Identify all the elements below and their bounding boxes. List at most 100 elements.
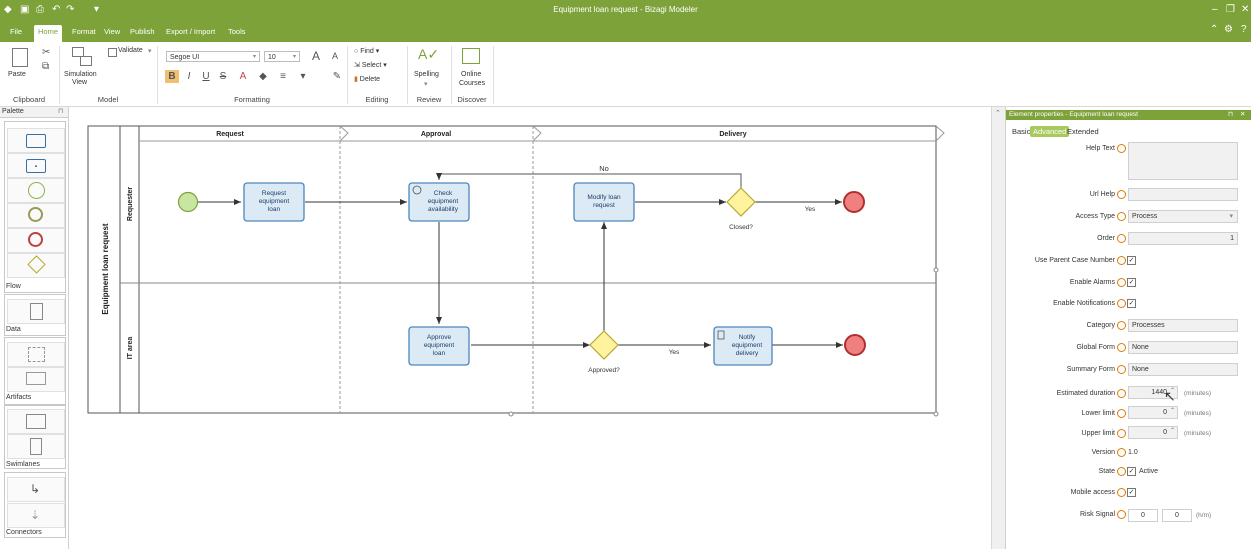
- fill-color-icon[interactable]: ◆: [259, 71, 267, 82]
- info-icon[interactable]: [1117, 488, 1126, 497]
- vertical-scrollbar[interactable]: ⌃: [991, 107, 1005, 549]
- stepper-arrows-icon[interactable]: ⌃: [1169, 408, 1175, 414]
- stepper-arrows-icon[interactable]: ⌃: [1169, 388, 1175, 394]
- milestone-tool[interactable]: [7, 434, 65, 459]
- spelling-icon[interactable]: A✓: [418, 46, 440, 62]
- tab-format[interactable]: Format: [72, 27, 96, 36]
- end-event[interactable]: [844, 334, 866, 356]
- info-icon[interactable]: [1117, 299, 1126, 308]
- subprocess-icon[interactable]: [72, 47, 84, 57]
- redo-icon[interactable]: ↷: [66, 4, 75, 15]
- line-color-icon[interactable]: ≡: [280, 71, 286, 82]
- spelling-dropdown-icon[interactable]: ▾: [424, 81, 428, 88]
- format-painter-icon[interactable]: ✎: [332, 71, 342, 82]
- mobile-access-checkbox[interactable]: ✓: [1127, 488, 1136, 497]
- tab-view[interactable]: View: [104, 27, 121, 36]
- select-button[interactable]: ⇲ Select ▾: [354, 62, 387, 69]
- association-tool[interactable]: ⇣: [7, 503, 65, 528]
- end-event[interactable]: [843, 191, 865, 213]
- lane-tool[interactable]: [7, 409, 65, 434]
- font-family-select[interactable]: Segoe UI▾: [166, 51, 260, 62]
- url-help-field[interactable]: [1128, 188, 1238, 201]
- gateway-tool[interactable]: [7, 253, 65, 278]
- delete-button[interactable]: ▮ Delete: [354, 76, 381, 83]
- help-text-field[interactable]: [1128, 142, 1238, 180]
- info-icon[interactable]: [1117, 448, 1126, 457]
- tab-tools[interactable]: Tools: [228, 27, 246, 36]
- info-icon[interactable]: [1117, 510, 1126, 519]
- find-button[interactable]: ○ Find ▾: [354, 48, 380, 55]
- copy-icon[interactable]: ⧉: [42, 61, 50, 72]
- simulation-view-button[interactable]: Simulation: [64, 71, 97, 78]
- resize-handle[interactable]: [508, 411, 514, 417]
- bold-button[interactable]: B: [165, 70, 179, 83]
- enable-alarms-checkbox[interactable]: ✓: [1127, 278, 1136, 287]
- minimize-icon[interactable]: –: [1212, 4, 1218, 15]
- global-form-field[interactable]: None: [1128, 341, 1238, 354]
- pin-icon[interactable]: ⊓: [1228, 111, 1234, 118]
- estimated-duration-stepper[interactable]: 1440 ⌃: [1128, 386, 1178, 399]
- pool[interactable]: [87, 125, 937, 414]
- stepper-arrows-icon[interactable]: ⌃: [1169, 428, 1175, 434]
- upper-limit-stepper[interactable]: 0 ⌃: [1128, 426, 1178, 439]
- task-modify-loan-request[interactable]: [573, 182, 635, 222]
- validate-button[interactable]: Validate: [118, 47, 143, 54]
- strikethrough-button[interactable]: S: [219, 71, 227, 82]
- info-icon[interactable]: [1117, 144, 1126, 153]
- info-icon[interactable]: [1117, 467, 1126, 476]
- end-event-tool[interactable]: [7, 228, 65, 253]
- info-icon[interactable]: [1117, 234, 1126, 243]
- diagram-canvas[interactable]: Equipment loan request Requester IT area…: [69, 107, 991, 549]
- group-artifact-tool[interactable]: [7, 342, 65, 367]
- shrink-font-button[interactable]: A: [332, 51, 339, 61]
- pin-icon[interactable]: ⊓: [58, 108, 64, 115]
- resize-handle[interactable]: [933, 411, 939, 417]
- resize-handle[interactable]: [933, 267, 939, 273]
- category-field[interactable]: Processes: [1128, 319, 1238, 332]
- paste-icon[interactable]: [12, 48, 28, 67]
- online-courses-icon[interactable]: [462, 48, 480, 64]
- collapse-ribbon-icon[interactable]: ⌃: [1210, 24, 1219, 35]
- tab-extended[interactable]: Extended: [1067, 127, 1099, 136]
- task-approve-equipment-loan[interactable]: [408, 326, 470, 366]
- info-icon[interactable]: [1117, 343, 1126, 352]
- subprocess-shape-tool[interactable]: ▪: [7, 153, 65, 178]
- tab-home[interactable]: Home: [34, 25, 63, 42]
- line-style-icon[interactable]: ▾: [300, 71, 306, 82]
- cut-icon[interactable]: ✂: [42, 47, 51, 58]
- validate-icon[interactable]: [108, 48, 117, 57]
- gateway-closed[interactable]: [726, 187, 756, 217]
- close-icon[interactable]: ✕: [1241, 4, 1250, 15]
- tab-file[interactable]: File: [10, 27, 23, 36]
- scroll-up-icon[interactable]: ⌃: [995, 110, 1001, 117]
- start-event[interactable]: [177, 191, 199, 213]
- font-size-select[interactable]: 10▾: [264, 51, 300, 62]
- summary-form-field[interactable]: None: [1128, 363, 1238, 376]
- validate-dropdown-icon[interactable]: ▾: [148, 48, 152, 55]
- sequence-flow-no[interactable]: [436, 173, 742, 188]
- access-type-select[interactable]: Process ▾: [1128, 210, 1238, 223]
- task-shape-tool[interactable]: [7, 128, 65, 153]
- task-check-equipment-availability[interactable]: [408, 182, 470, 222]
- undo-icon[interactable]: ↶: [52, 4, 61, 15]
- start-event-tool[interactable]: [7, 178, 65, 203]
- intermediate-event-tool[interactable]: [7, 203, 65, 228]
- tab-export-import[interactable]: Export / Import: [166, 27, 216, 36]
- risk-signal-minutes-stepper[interactable]: 0: [1162, 509, 1192, 522]
- info-icon[interactable]: [1117, 429, 1126, 438]
- settings-icon[interactable]: ⚙: [1224, 24, 1233, 35]
- enable-notifications-checkbox[interactable]: ✓: [1127, 299, 1136, 308]
- sequence-flow-tool[interactable]: ↳: [7, 477, 65, 502]
- task-notify-equipment-delivery[interactable]: [713, 326, 773, 366]
- save-icon[interactable]: ▣: [20, 4, 30, 15]
- print-icon[interactable]: ⎙: [36, 4, 44, 15]
- font-color-icon[interactable]: A: [239, 71, 247, 82]
- state-active-checkbox[interactable]: ✓: [1127, 467, 1136, 476]
- annotation-tool[interactable]: [7, 367, 65, 392]
- info-icon[interactable]: [1117, 365, 1126, 374]
- help-icon[interactable]: ?: [1241, 24, 1247, 35]
- spelling-button[interactable]: Spelling: [414, 71, 439, 78]
- data-object-tool[interactable]: [7, 299, 65, 324]
- underline-button[interactable]: U: [202, 71, 210, 82]
- info-icon[interactable]: [1117, 212, 1126, 221]
